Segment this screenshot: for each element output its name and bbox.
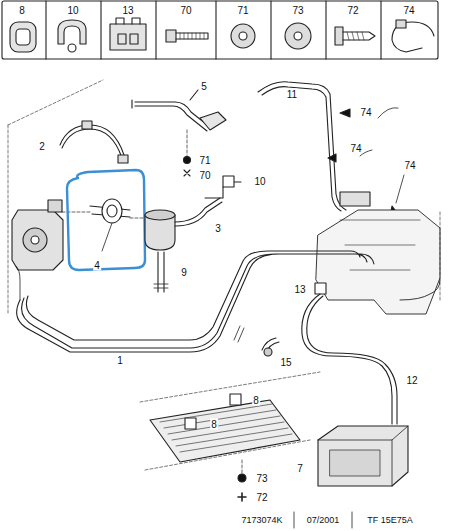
part-number: 70 <box>179 5 192 16</box>
part-number: 73 <box>291 5 304 16</box>
reference-code: 07/2001 <box>306 515 341 526</box>
reference-dividers <box>294 512 352 528</box>
clamp-symbol <box>328 154 336 162</box>
reference-code: 7173074K <box>240 515 283 526</box>
part-number: 71 <box>236 5 249 16</box>
parts-row-dividers <box>46 1 381 59</box>
washer-symbol <box>184 157 191 164</box>
part-number: 13 <box>121 5 134 16</box>
hose-2 <box>60 125 124 158</box>
callout-square <box>185 418 196 429</box>
pipe-9 <box>158 252 164 292</box>
callout-number: 73 <box>255 473 268 484</box>
filter-module <box>318 426 408 486</box>
callout-number: 4 <box>93 260 101 271</box>
cooler-7 <box>150 400 300 462</box>
part-number: 72 <box>346 5 359 16</box>
callout-number: 71 <box>198 155 211 166</box>
parts-row-frame <box>2 1 438 59</box>
callout-number: 70 <box>198 170 211 181</box>
callout-number: 8 <box>210 419 218 430</box>
callout-number: 2 <box>38 141 46 152</box>
engine-block <box>316 210 440 314</box>
callout-number: 8 <box>252 395 260 406</box>
bracket <box>200 112 226 130</box>
part-number: 10 <box>66 5 79 16</box>
double-clip-icon <box>110 24 146 50</box>
callout-number: 74 <box>359 107 372 118</box>
screw-icon <box>335 27 343 45</box>
grommet-icon <box>10 22 36 52</box>
reference-code: TF 15E75A <box>366 515 414 526</box>
callout-number: 74 <box>349 143 362 154</box>
washer-icon <box>285 23 311 49</box>
callout-square <box>223 176 234 187</box>
callout-number: 9 <box>180 267 188 278</box>
clamp-symbol <box>340 109 350 117</box>
callout-number: 12 <box>405 375 418 386</box>
bolt-icon <box>166 30 176 42</box>
callout-square <box>230 394 241 405</box>
pipe-5 <box>135 102 211 131</box>
callout-square <box>315 283 326 294</box>
callout-number: 3 <box>214 223 222 234</box>
callout-number: 74 <box>403 160 416 171</box>
callout-number: 13 <box>293 284 306 295</box>
callout-number: 1 <box>116 355 124 366</box>
fuel-lines-1 <box>17 251 374 352</box>
callout-number: 72 <box>255 492 268 503</box>
highlight-circle <box>67 170 145 270</box>
bolt-symbol <box>184 170 190 176</box>
pump <box>12 210 63 270</box>
callout-number: 5 <box>200 81 208 92</box>
washer-symbol <box>238 474 246 482</box>
clip-icon <box>58 20 86 44</box>
washer-icon <box>231 24 255 48</box>
callout-number: 7 <box>296 463 304 474</box>
part-number: 74 <box>402 5 415 16</box>
part-number: 8 <box>18 5 26 16</box>
callout-number: 15 <box>279 357 292 368</box>
callout-number: 10 <box>253 176 266 187</box>
line-11 <box>258 82 346 211</box>
screw-symbol <box>238 493 246 501</box>
hose-12 <box>302 294 397 424</box>
callout-number: 11 <box>286 89 298 100</box>
